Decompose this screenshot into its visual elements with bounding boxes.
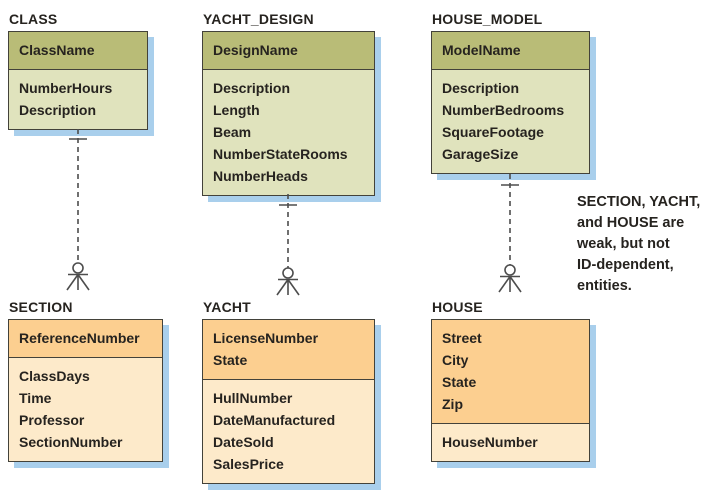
entity-section: SECTION ReferenceNumber ClassDays Time P… bbox=[8, 299, 163, 462]
entity-house-model: HOUSE_MODEL ModelName Description Number… bbox=[431, 11, 590, 174]
attr-section: NumberHours Description bbox=[9, 70, 147, 129]
key-attribute: LicenseNumber bbox=[213, 330, 319, 346]
entity-house: HOUSE Street City State Zip HouseNumber bbox=[431, 299, 590, 462]
key-attribute: State bbox=[213, 352, 248, 368]
entity-box: ModelName Description NumberBedrooms Squ… bbox=[431, 31, 590, 174]
attribute: HullNumber bbox=[213, 390, 293, 406]
zero-circle-icon bbox=[504, 264, 516, 276]
attribute: Length bbox=[213, 102, 260, 118]
key-attribute: State bbox=[442, 374, 477, 390]
key-section: Street City State Zip bbox=[432, 320, 589, 424]
entity-box: Street City State Zip HouseNumber bbox=[431, 319, 590, 462]
attribute: DateManufactured bbox=[213, 412, 336, 428]
attr-section: HullNumber DateManufactured DateSold Sal… bbox=[203, 380, 374, 483]
key-section: LicenseNumber State bbox=[203, 320, 374, 380]
key-attribute: City bbox=[442, 352, 469, 368]
crowfoot-icon bbox=[276, 279, 300, 296]
entity-box: ReferenceNumber ClassDays Time Professor… bbox=[8, 319, 163, 462]
key-attribute: ClassName bbox=[19, 42, 95, 58]
attribute: SquareFootage bbox=[442, 124, 544, 140]
attribute: Professor bbox=[19, 412, 85, 428]
key-section: ReferenceNumber bbox=[9, 320, 162, 358]
entity-title: YACHT bbox=[203, 299, 251, 315]
crowfoot-icon bbox=[498, 276, 522, 293]
attr-section: ClassDays Time Professor SectionNumber bbox=[9, 358, 162, 461]
connector-housemodel-house bbox=[498, 174, 522, 293]
attr-section: HouseNumber bbox=[432, 424, 589, 461]
entity-yacht: YACHT LicenseNumber State HullNumber Dat… bbox=[202, 299, 375, 484]
crowfoot-icon bbox=[66, 274, 90, 291]
attribute: NumberStateRooms bbox=[213, 146, 348, 162]
entity-yacht-design: YACHT_DESIGN DesignName Description Leng… bbox=[202, 11, 375, 196]
attr-section: Description NumberBedrooms SquareFootage… bbox=[432, 70, 589, 173]
entity-class: CLASS ClassName NumberHours Description bbox=[8, 11, 148, 130]
attribute: Time bbox=[19, 390, 52, 406]
key-section: DesignName bbox=[203, 32, 374, 70]
zero-circle-icon bbox=[282, 267, 294, 279]
key-section: ClassName bbox=[9, 32, 147, 70]
attr-section: Description Length Beam NumberStateRooms… bbox=[203, 70, 374, 195]
entity-title: SECTION bbox=[9, 299, 73, 315]
attribute: SectionNumber bbox=[19, 434, 123, 450]
entity-title: CLASS bbox=[9, 11, 58, 27]
key-attribute: Street bbox=[442, 330, 482, 346]
attribute: NumberBedrooms bbox=[442, 102, 565, 118]
entity-box: LicenseNumber State HullNumber DateManuf… bbox=[202, 319, 375, 484]
zero-circle-icon bbox=[72, 262, 84, 274]
attribute: SalesPrice bbox=[213, 456, 284, 472]
attribute: Description bbox=[19, 102, 97, 118]
attribute: NumberHeads bbox=[213, 168, 308, 184]
key-attribute: Zip bbox=[442, 396, 463, 412]
entity-title: HOUSE bbox=[432, 299, 483, 315]
attribute: Description bbox=[442, 80, 520, 96]
entity-box: ClassName NumberHours Description bbox=[8, 31, 148, 130]
key-section: ModelName bbox=[432, 32, 589, 70]
key-attribute: ModelName bbox=[442, 42, 521, 58]
connector-yachtdesign-yacht bbox=[276, 194, 300, 296]
attribute: Description bbox=[213, 80, 291, 96]
attribute: GarageSize bbox=[442, 146, 519, 162]
entity-box: DesignName Description Length Beam Numbe… bbox=[202, 31, 375, 196]
annotation-note: SECTION, YACHT, and HOUSE are weak, but … bbox=[577, 194, 701, 294]
attribute: DateSold bbox=[213, 434, 274, 450]
entity-title: HOUSE_MODEL bbox=[432, 11, 543, 27]
key-attribute: ReferenceNumber bbox=[19, 330, 140, 346]
attribute: Beam bbox=[213, 124, 252, 140]
key-attribute: DesignName bbox=[213, 42, 298, 58]
entity-title: YACHT_DESIGN bbox=[203, 11, 314, 27]
attribute: HouseNumber bbox=[442, 434, 538, 450]
attribute: NumberHours bbox=[19, 80, 113, 96]
connector-class-section bbox=[66, 129, 90, 291]
attribute: ClassDays bbox=[19, 368, 90, 384]
